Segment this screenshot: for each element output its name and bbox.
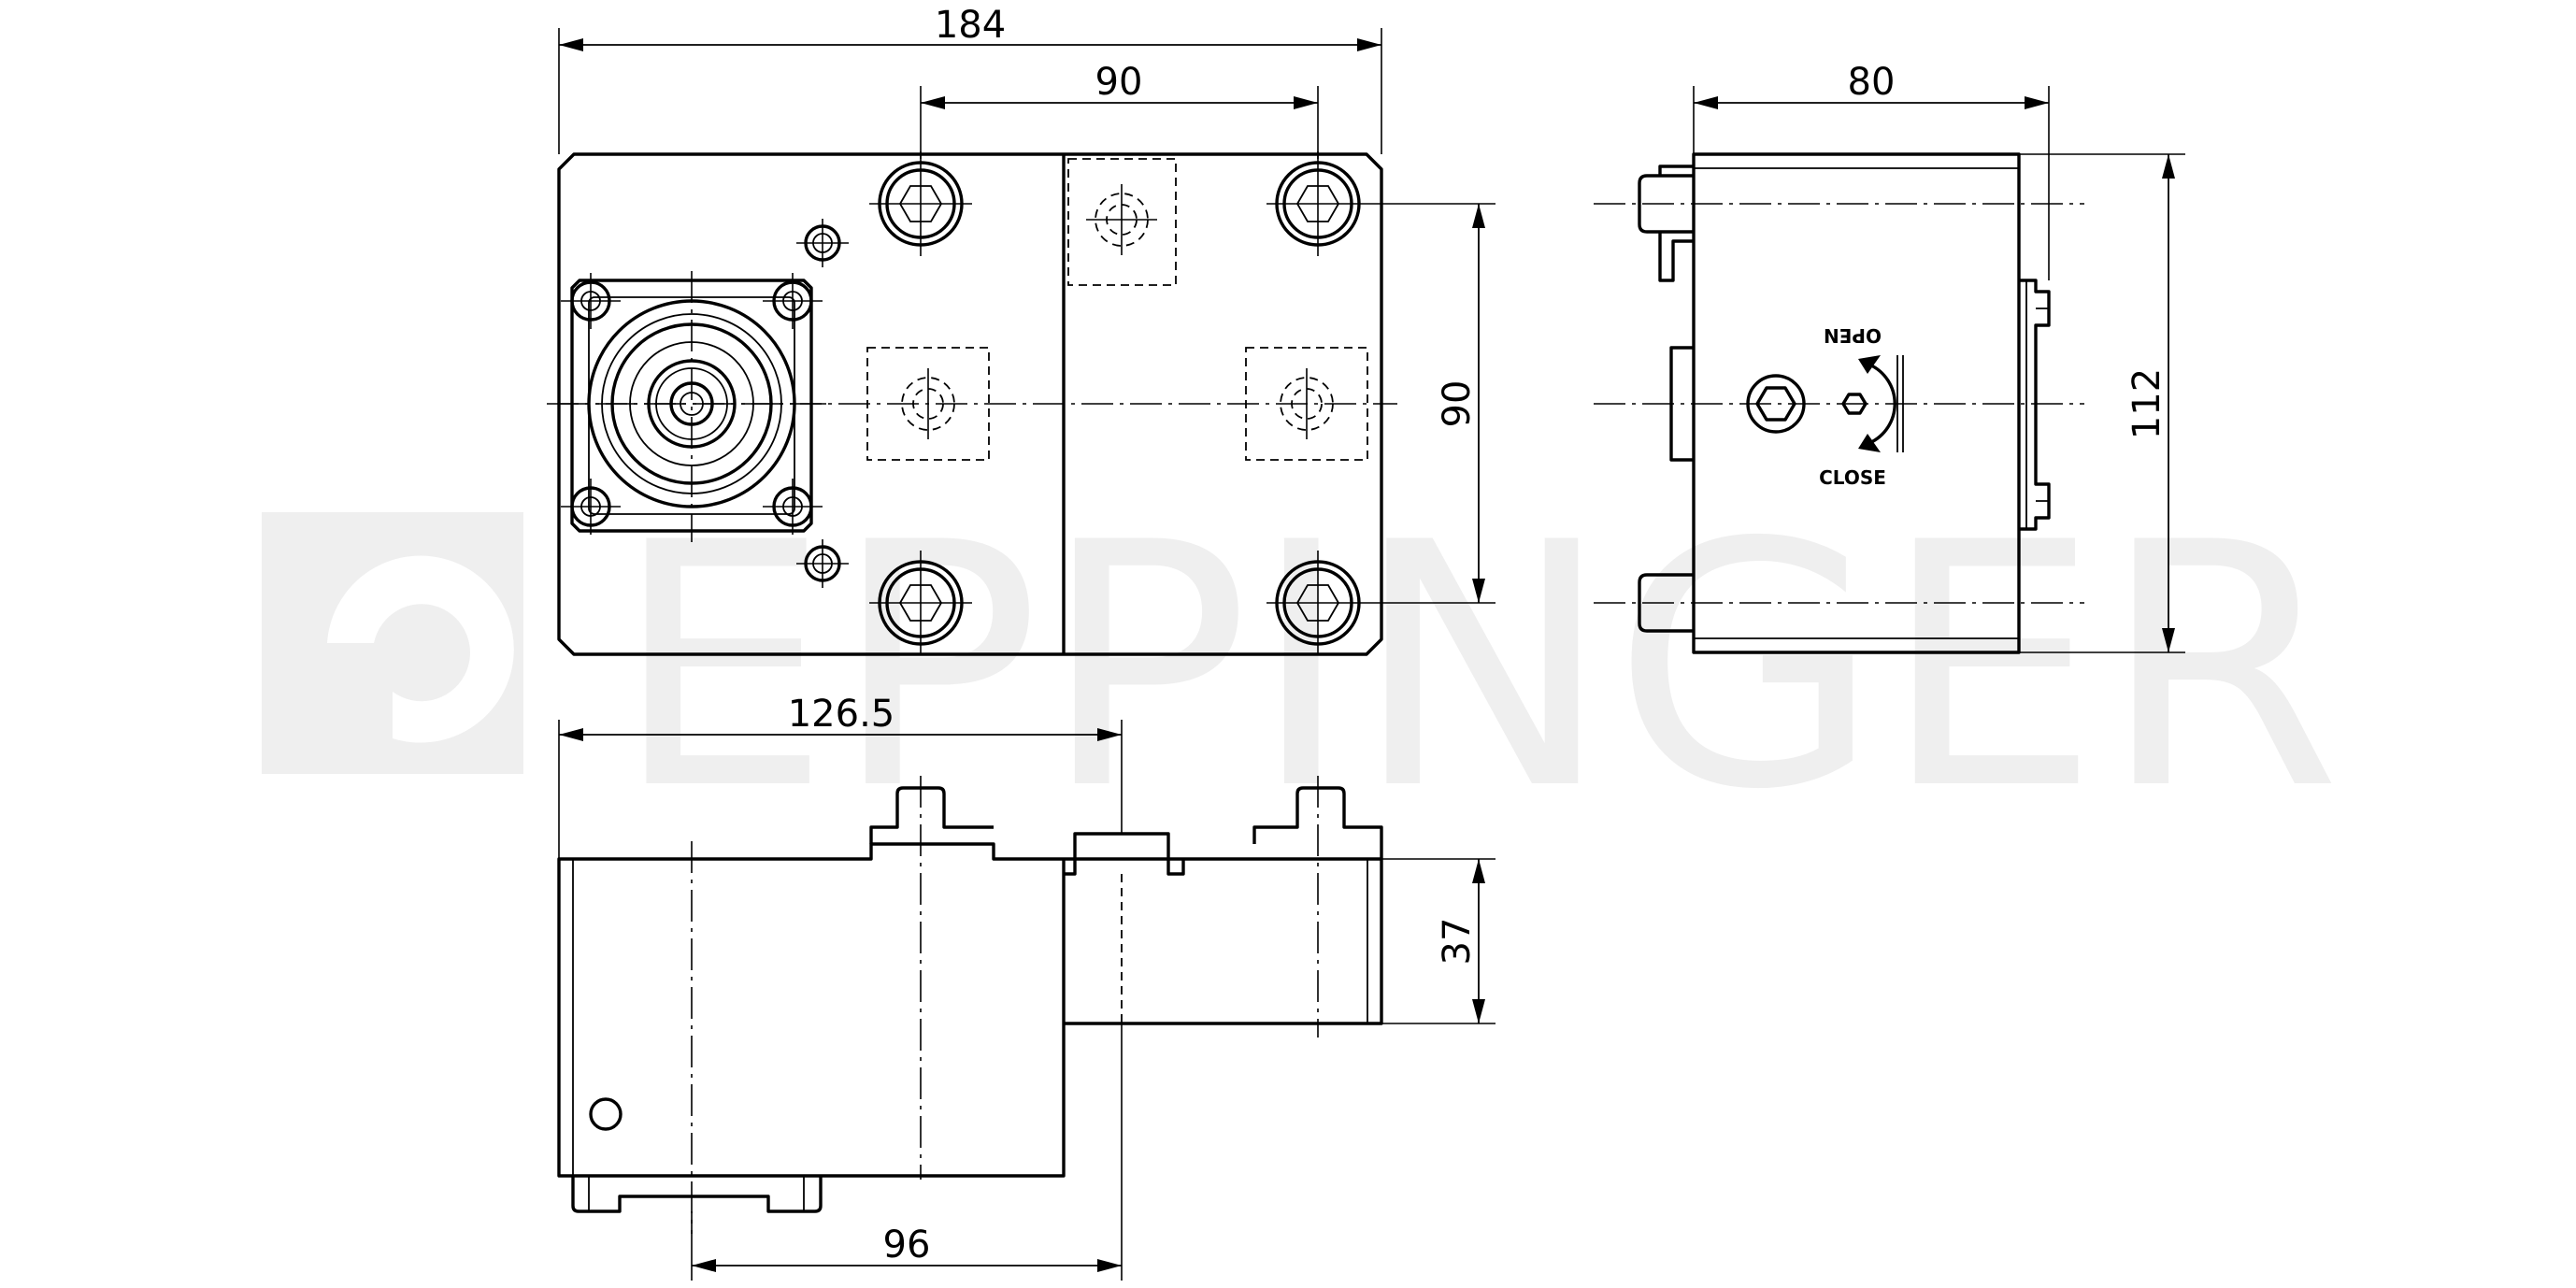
top-view: 184 90 90 xyxy=(547,4,1496,656)
dimension-112: 112 xyxy=(2019,153,2185,653)
dimension-126-5: 126.5 xyxy=(558,693,1123,859)
dimension-90-vertical-label: 90 xyxy=(1436,380,1479,428)
dimension-90-horizontal-label: 90 xyxy=(1095,61,1143,104)
open-label: OPEN xyxy=(1824,324,1882,347)
adjustment-socket xyxy=(1746,374,1806,434)
hidden-pocket xyxy=(866,158,1368,461)
dimension-37: 37 xyxy=(1381,858,1496,1024)
open-close-indicator: OPEN CLOSE xyxy=(1819,324,1904,489)
eppinger-watermark: EPPINGER xyxy=(262,471,2341,863)
dimension-96: 96 xyxy=(691,1023,1123,1281)
close-label: CLOSE xyxy=(1819,466,1886,489)
dimension-126-5-label: 126.5 xyxy=(788,693,895,736)
grease-nipple xyxy=(796,219,849,588)
mounting-screw xyxy=(869,151,1369,655)
dimension-80: 80 xyxy=(1693,61,2050,280)
side-rail xyxy=(2019,279,2051,531)
front-view: 126.5 96 37 xyxy=(557,693,1496,1281)
top-view-outline xyxy=(557,152,1383,656)
dimension-96-label: 96 xyxy=(883,1224,931,1267)
side-pin xyxy=(1638,165,1694,633)
front-lug xyxy=(571,1176,823,1213)
front-hole xyxy=(589,1097,623,1131)
dimension-90-horizontal: 90 xyxy=(920,61,1319,159)
dimension-184: 184 xyxy=(558,4,1382,154)
dimension-80-label: 80 xyxy=(1848,61,1896,104)
watermark-logo-mark xyxy=(327,555,514,743)
dimension-184-label: 184 xyxy=(935,4,1006,47)
dimension-90-vertical: 90 xyxy=(1369,203,1496,604)
dimension-37-label: 37 xyxy=(1436,918,1479,966)
side-view: OPEN CLOSE 80 112 xyxy=(1594,61,2185,654)
output-flange xyxy=(557,271,826,542)
watermark-text: EPPINGER xyxy=(612,471,2341,863)
front-view-outline xyxy=(557,842,1383,1178)
dimension-112-label: 112 xyxy=(2125,368,2168,439)
